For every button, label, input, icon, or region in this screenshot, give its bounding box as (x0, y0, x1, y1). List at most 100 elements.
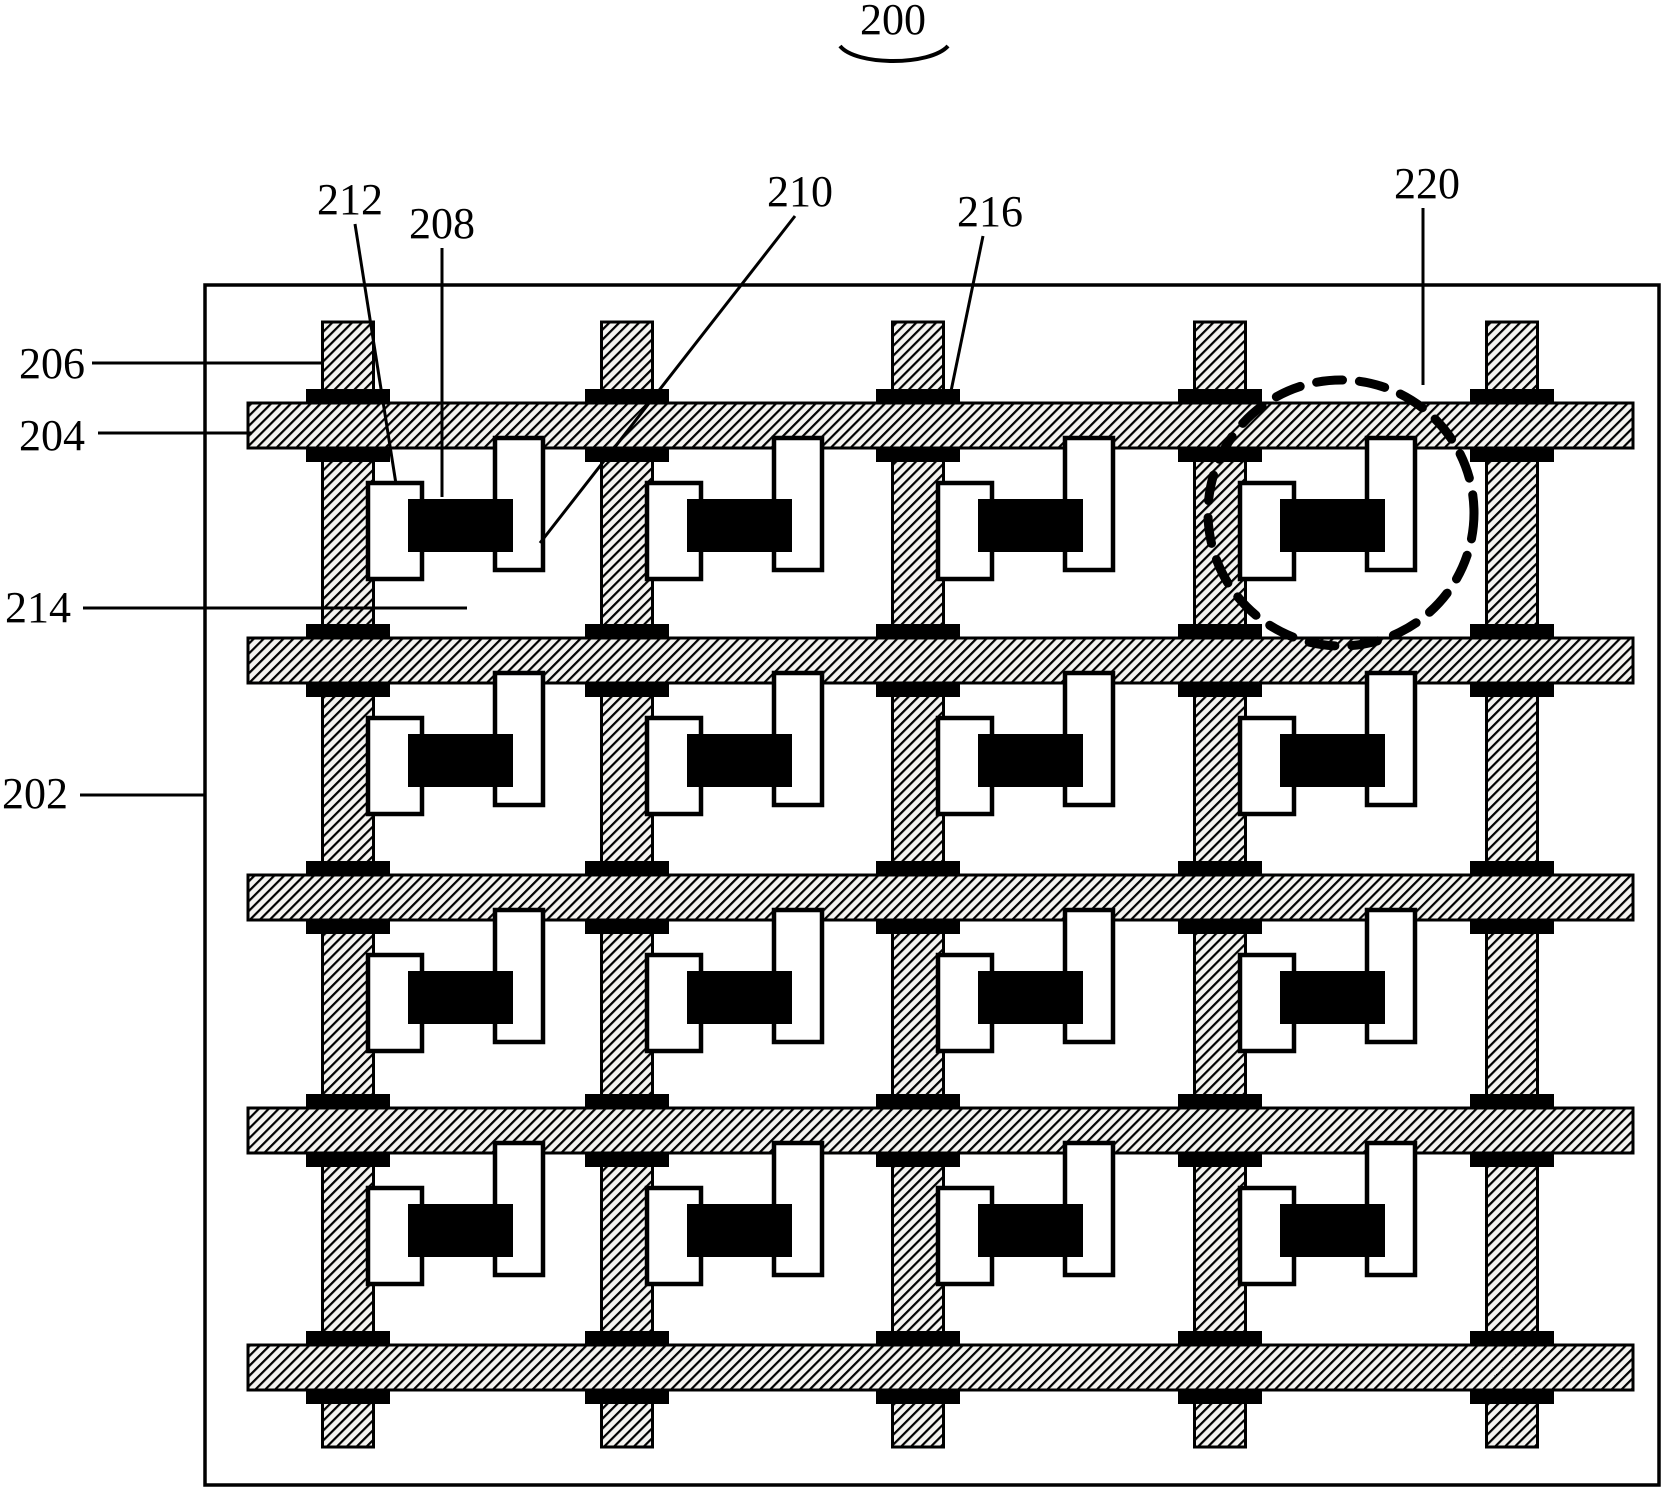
cell-element (978, 971, 1083, 1024)
cell-element (408, 734, 513, 787)
ref-216-label: 216 (957, 187, 1023, 236)
cell-element (687, 499, 792, 552)
contact-pad-lower (306, 683, 390, 697)
cell-element (1280, 971, 1385, 1024)
contact-pad-lower (585, 1390, 669, 1404)
contact-pad-upper (876, 1094, 960, 1108)
contact-pad-lower (306, 1153, 390, 1167)
memory-cell (644, 1140, 825, 1287)
contact-pad-upper (1470, 1331, 1554, 1345)
ref-208-label: 208 (409, 199, 475, 248)
row-line (246, 1106, 1635, 1155)
contact-pad-upper (1178, 624, 1262, 638)
ref-214-label: 214 (5, 583, 71, 632)
contact-pad-upper (585, 624, 669, 638)
ref-212-leader-line (353, 223, 398, 485)
contact-pad-lower (876, 1390, 960, 1404)
contact-pads-layer (306, 389, 1554, 1404)
cell-element (978, 1204, 1083, 1257)
cell-element (687, 971, 792, 1024)
memory-cell (935, 435, 1116, 582)
ref-210-label: 210 (767, 167, 833, 216)
contact-pad-upper (1470, 389, 1554, 403)
contact-pad-upper (1470, 624, 1554, 638)
contact-pad-upper (876, 861, 960, 875)
cell-element (408, 1204, 513, 1257)
contact-pad-lower (585, 448, 669, 462)
contact-pad-lower (306, 1390, 390, 1404)
cell-element (408, 499, 513, 552)
contact-pad-upper (306, 1331, 390, 1345)
ref-204-label: 204 (19, 411, 85, 460)
contact-pad-upper (876, 624, 960, 638)
figure-title: 200 (860, 0, 926, 44)
contact-pad-upper (1178, 1331, 1262, 1345)
cell-element (1280, 734, 1385, 787)
memory-cell (935, 907, 1116, 1054)
contact-pad-lower (1178, 920, 1262, 934)
cell-element (978, 734, 1083, 787)
contact-pad-upper (1470, 861, 1554, 875)
contact-pad-lower (1470, 1390, 1554, 1404)
contact-pad-lower (876, 1153, 960, 1167)
contact-pad-lower (1178, 1153, 1262, 1167)
cell-element (1280, 1204, 1385, 1257)
memory-cell (1237, 907, 1418, 1054)
ref-206-label: 206 (19, 339, 85, 388)
contact-pad-lower (1470, 1153, 1554, 1167)
contact-pad-upper (876, 389, 960, 403)
row-line (246, 636, 1635, 685)
contact-pad-lower (876, 683, 960, 697)
contact-pad-upper (585, 861, 669, 875)
row-line (246, 1343, 1635, 1392)
contact-pad-lower (876, 448, 960, 462)
memory-cell (365, 907, 546, 1054)
contact-pad-lower (876, 920, 960, 934)
ref-210-leader-line (538, 215, 797, 544)
memory-cell (1237, 435, 1418, 582)
contact-pad-upper (1178, 1094, 1262, 1108)
contact-pad-lower (306, 920, 390, 934)
memory-cells-layer (365, 435, 1418, 1287)
contact-pad-lower (585, 1153, 669, 1167)
ref-220-label: 220 (1394, 159, 1460, 208)
contact-pad-lower (585, 683, 669, 697)
contact-pad-upper (585, 389, 669, 403)
memory-cell (365, 435, 546, 582)
contact-pad-upper (306, 389, 390, 403)
contact-pad-upper (1178, 389, 1262, 403)
contact-pad-lower (1470, 683, 1554, 697)
memory-cell (365, 1140, 546, 1287)
contact-pad-lower (1470, 920, 1554, 934)
memory-cell (644, 435, 825, 582)
contact-pad-lower (1178, 1390, 1262, 1404)
memory-cell (644, 907, 825, 1054)
contact-pad-lower (585, 920, 669, 934)
contact-pad-upper (1178, 861, 1262, 875)
memory-cell (935, 1140, 1116, 1287)
figure-title-group: 200 (838, 0, 950, 63)
cell-element (408, 971, 513, 1024)
contact-pad-upper (876, 1331, 960, 1345)
contact-pad-upper (306, 1094, 390, 1108)
highlight-circle (1203, 375, 1479, 651)
memory-cell (935, 670, 1116, 817)
contact-pad-upper (306, 861, 390, 875)
contact-pad-upper (306, 624, 390, 638)
conductor-lines-layer (246, 320, 1635, 1449)
memory-cell (1237, 1140, 1418, 1287)
contact-pad-lower (306, 448, 390, 462)
ref-216-leader-line (948, 235, 985, 397)
contact-pad-upper (1470, 1094, 1554, 1108)
ref-212-label: 212 (317, 175, 383, 224)
cell-element (687, 1204, 792, 1257)
memory-cell (365, 670, 546, 817)
cell-element (687, 734, 792, 787)
title-underbrace (838, 44, 950, 63)
contact-pad-upper (585, 1331, 669, 1345)
contact-pad-lower (1470, 448, 1554, 462)
row-line (246, 873, 1635, 922)
